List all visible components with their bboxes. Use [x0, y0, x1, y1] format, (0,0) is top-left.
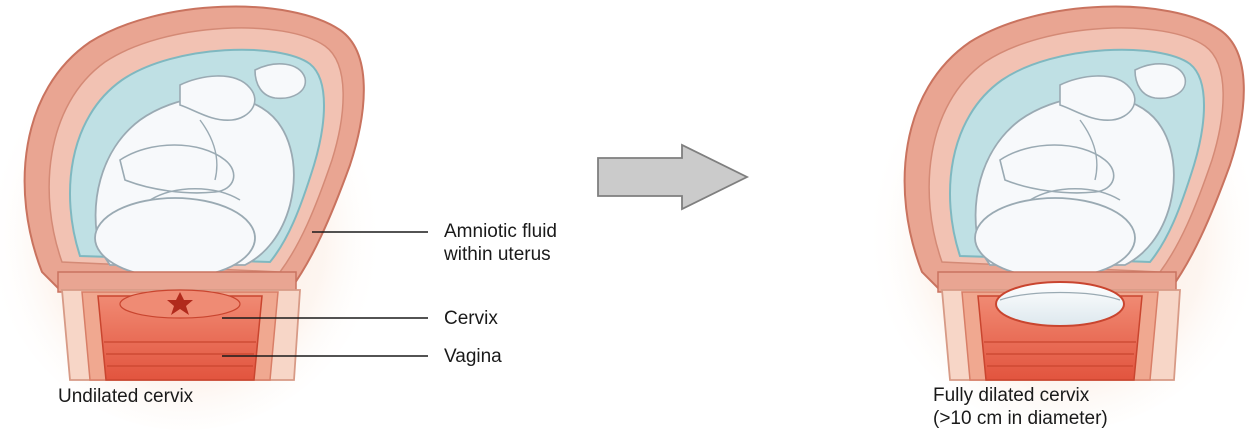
- amniotic-fluid-label-line2: within uterus: [444, 243, 557, 266]
- undilated-cervix-caption: Undilated cervix: [58, 385, 193, 408]
- undilated-uterus-illustration: [0, 0, 385, 430]
- amniotic-fluid-label: Amniotic fluid within uterus: [444, 220, 557, 266]
- vagina-label: Vagina: [444, 345, 502, 368]
- dilated-cervix-caption: Fully dilated cervix (>10 cm in diameter…: [933, 384, 1233, 430]
- cervix-label: Cervix: [444, 307, 498, 330]
- dilated-cervix-opening: [996, 282, 1124, 326]
- dilated-cervix-caption-line1: Fully dilated cervix: [933, 384, 1233, 407]
- dilated-cervix-caption-line2: (>10 cm in diameter): [933, 407, 1233, 430]
- amniotic-fluid-label-line1: Amniotic fluid: [444, 220, 557, 243]
- dilated-uterus-illustration: [865, 0, 1249, 430]
- transition-arrow-icon: [598, 145, 747, 209]
